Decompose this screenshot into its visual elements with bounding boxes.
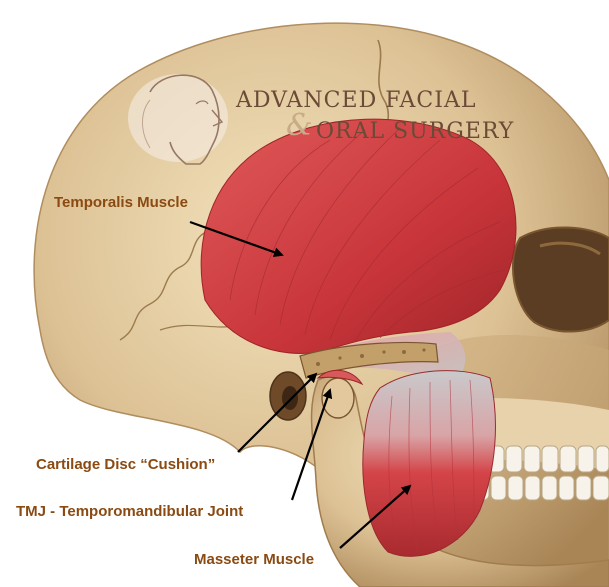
logo-title-line1: ADVANCED FACIAL bbox=[236, 88, 476, 113]
label-cartilage-disc: Cartilage Disc “Cushion” bbox=[36, 456, 215, 473]
logo-ampersand: & bbox=[286, 108, 313, 143]
label-tmj: TMJ - Temporomandibular Joint bbox=[16, 503, 243, 520]
logo-title-line2: ORAL SURGERY bbox=[316, 119, 514, 144]
label-temporalis-muscle: Temporalis Muscle bbox=[54, 194, 188, 211]
label-masseter-muscle: Masseter Muscle bbox=[194, 551, 314, 568]
